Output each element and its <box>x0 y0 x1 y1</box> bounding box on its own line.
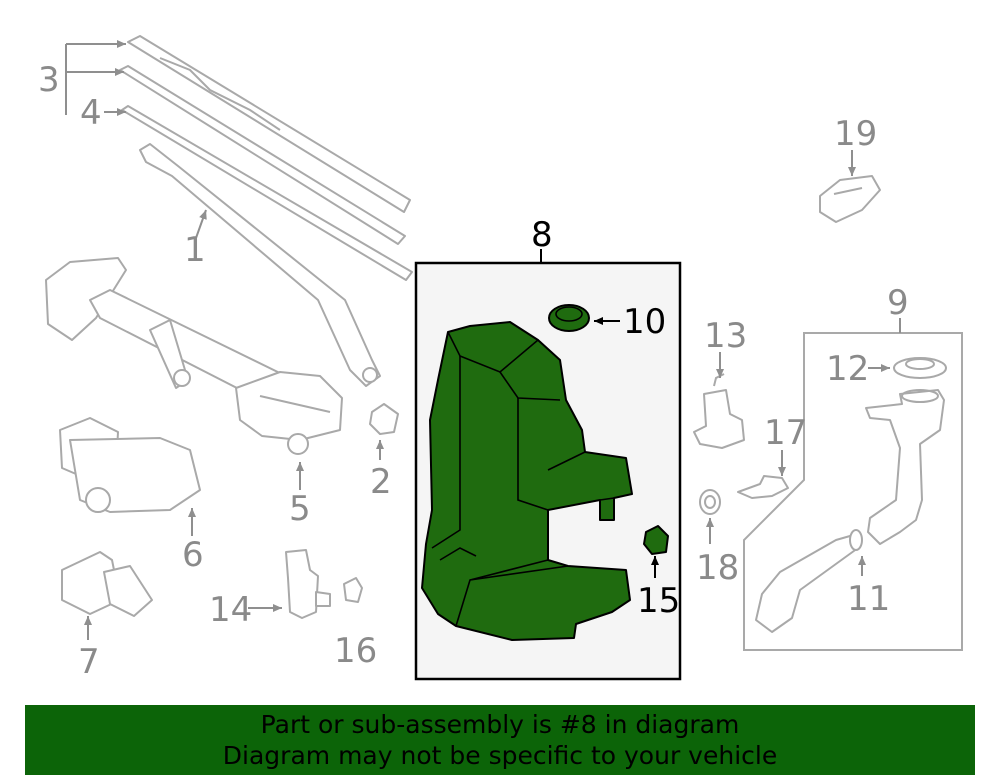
module-part-19[interactable] <box>819 175 881 223</box>
banner-line-1: Part or sub-assembly is #8 in diagram <box>260 710 740 739</box>
callout-17: 17 <box>764 413 807 453</box>
washer-reservoir-part-8[interactable] <box>421 321 633 641</box>
callout-11: 11 <box>847 579 890 619</box>
callout-1: 1 <box>184 230 206 270</box>
callout-14: 14 <box>209 590 252 630</box>
wiper-blade-part-3[interactable] <box>119 35 411 245</box>
washer-pump-part-13[interactable] <box>693 373 745 449</box>
callout-9: 9 <box>887 283 909 323</box>
callout-15: 15 <box>637 581 680 621</box>
callout-18: 18 <box>696 548 739 588</box>
info-banner: Part or sub-assembly is #8 in diagram Di… <box>25 705 975 775</box>
callout-8: 8 <box>531 215 553 255</box>
callout-16: 16 <box>334 631 377 671</box>
banner-line-2: Diagram may not be specific to your vehi… <box>222 741 778 770</box>
wiper-motor-part-6[interactable] <box>59 417 201 513</box>
part-9-box <box>743 332 963 651</box>
wiper-arm-part-1[interactable] <box>139 143 381 387</box>
callout-6: 6 <box>182 535 204 575</box>
filler-tube-part-9[interactable] <box>865 389 945 545</box>
callout-13: 13 <box>704 316 747 356</box>
wiper-blade-refill-part-4[interactable] <box>121 105 413 281</box>
grommet-part-18[interactable] <box>699 489 721 515</box>
callout-4: 4 <box>80 93 102 133</box>
cap-part-10[interactable] <box>548 304 590 332</box>
grommet-part-15[interactable] <box>643 525 669 555</box>
cap-part-2[interactable] <box>369 403 399 435</box>
grommet-part-16[interactable] <box>343 577 363 603</box>
callout-12: 12 <box>826 349 869 389</box>
wiper-linkage[interactable] <box>45 257 343 455</box>
level-sensor-part-17[interactable] <box>737 475 789 499</box>
callout-19: 19 <box>834 114 877 154</box>
callout-2: 2 <box>370 462 392 502</box>
callout-3: 3 <box>38 60 60 100</box>
parts-diagram: 3 4 1 2 5 6 7 8 9 10 11 12 13 14 15 16 1… <box>38 35 963 682</box>
filler-hose-part-11[interactable] <box>755 529 863 633</box>
callout-10: 10 <box>623 302 666 342</box>
filler-cap-part-12[interactable] <box>893 357 947 379</box>
washer-pump-part-14[interactable] <box>285 549 331 619</box>
callout-7: 7 <box>78 642 100 682</box>
callout-5: 5 <box>289 489 311 529</box>
bracket-part-7[interactable] <box>61 551 153 617</box>
